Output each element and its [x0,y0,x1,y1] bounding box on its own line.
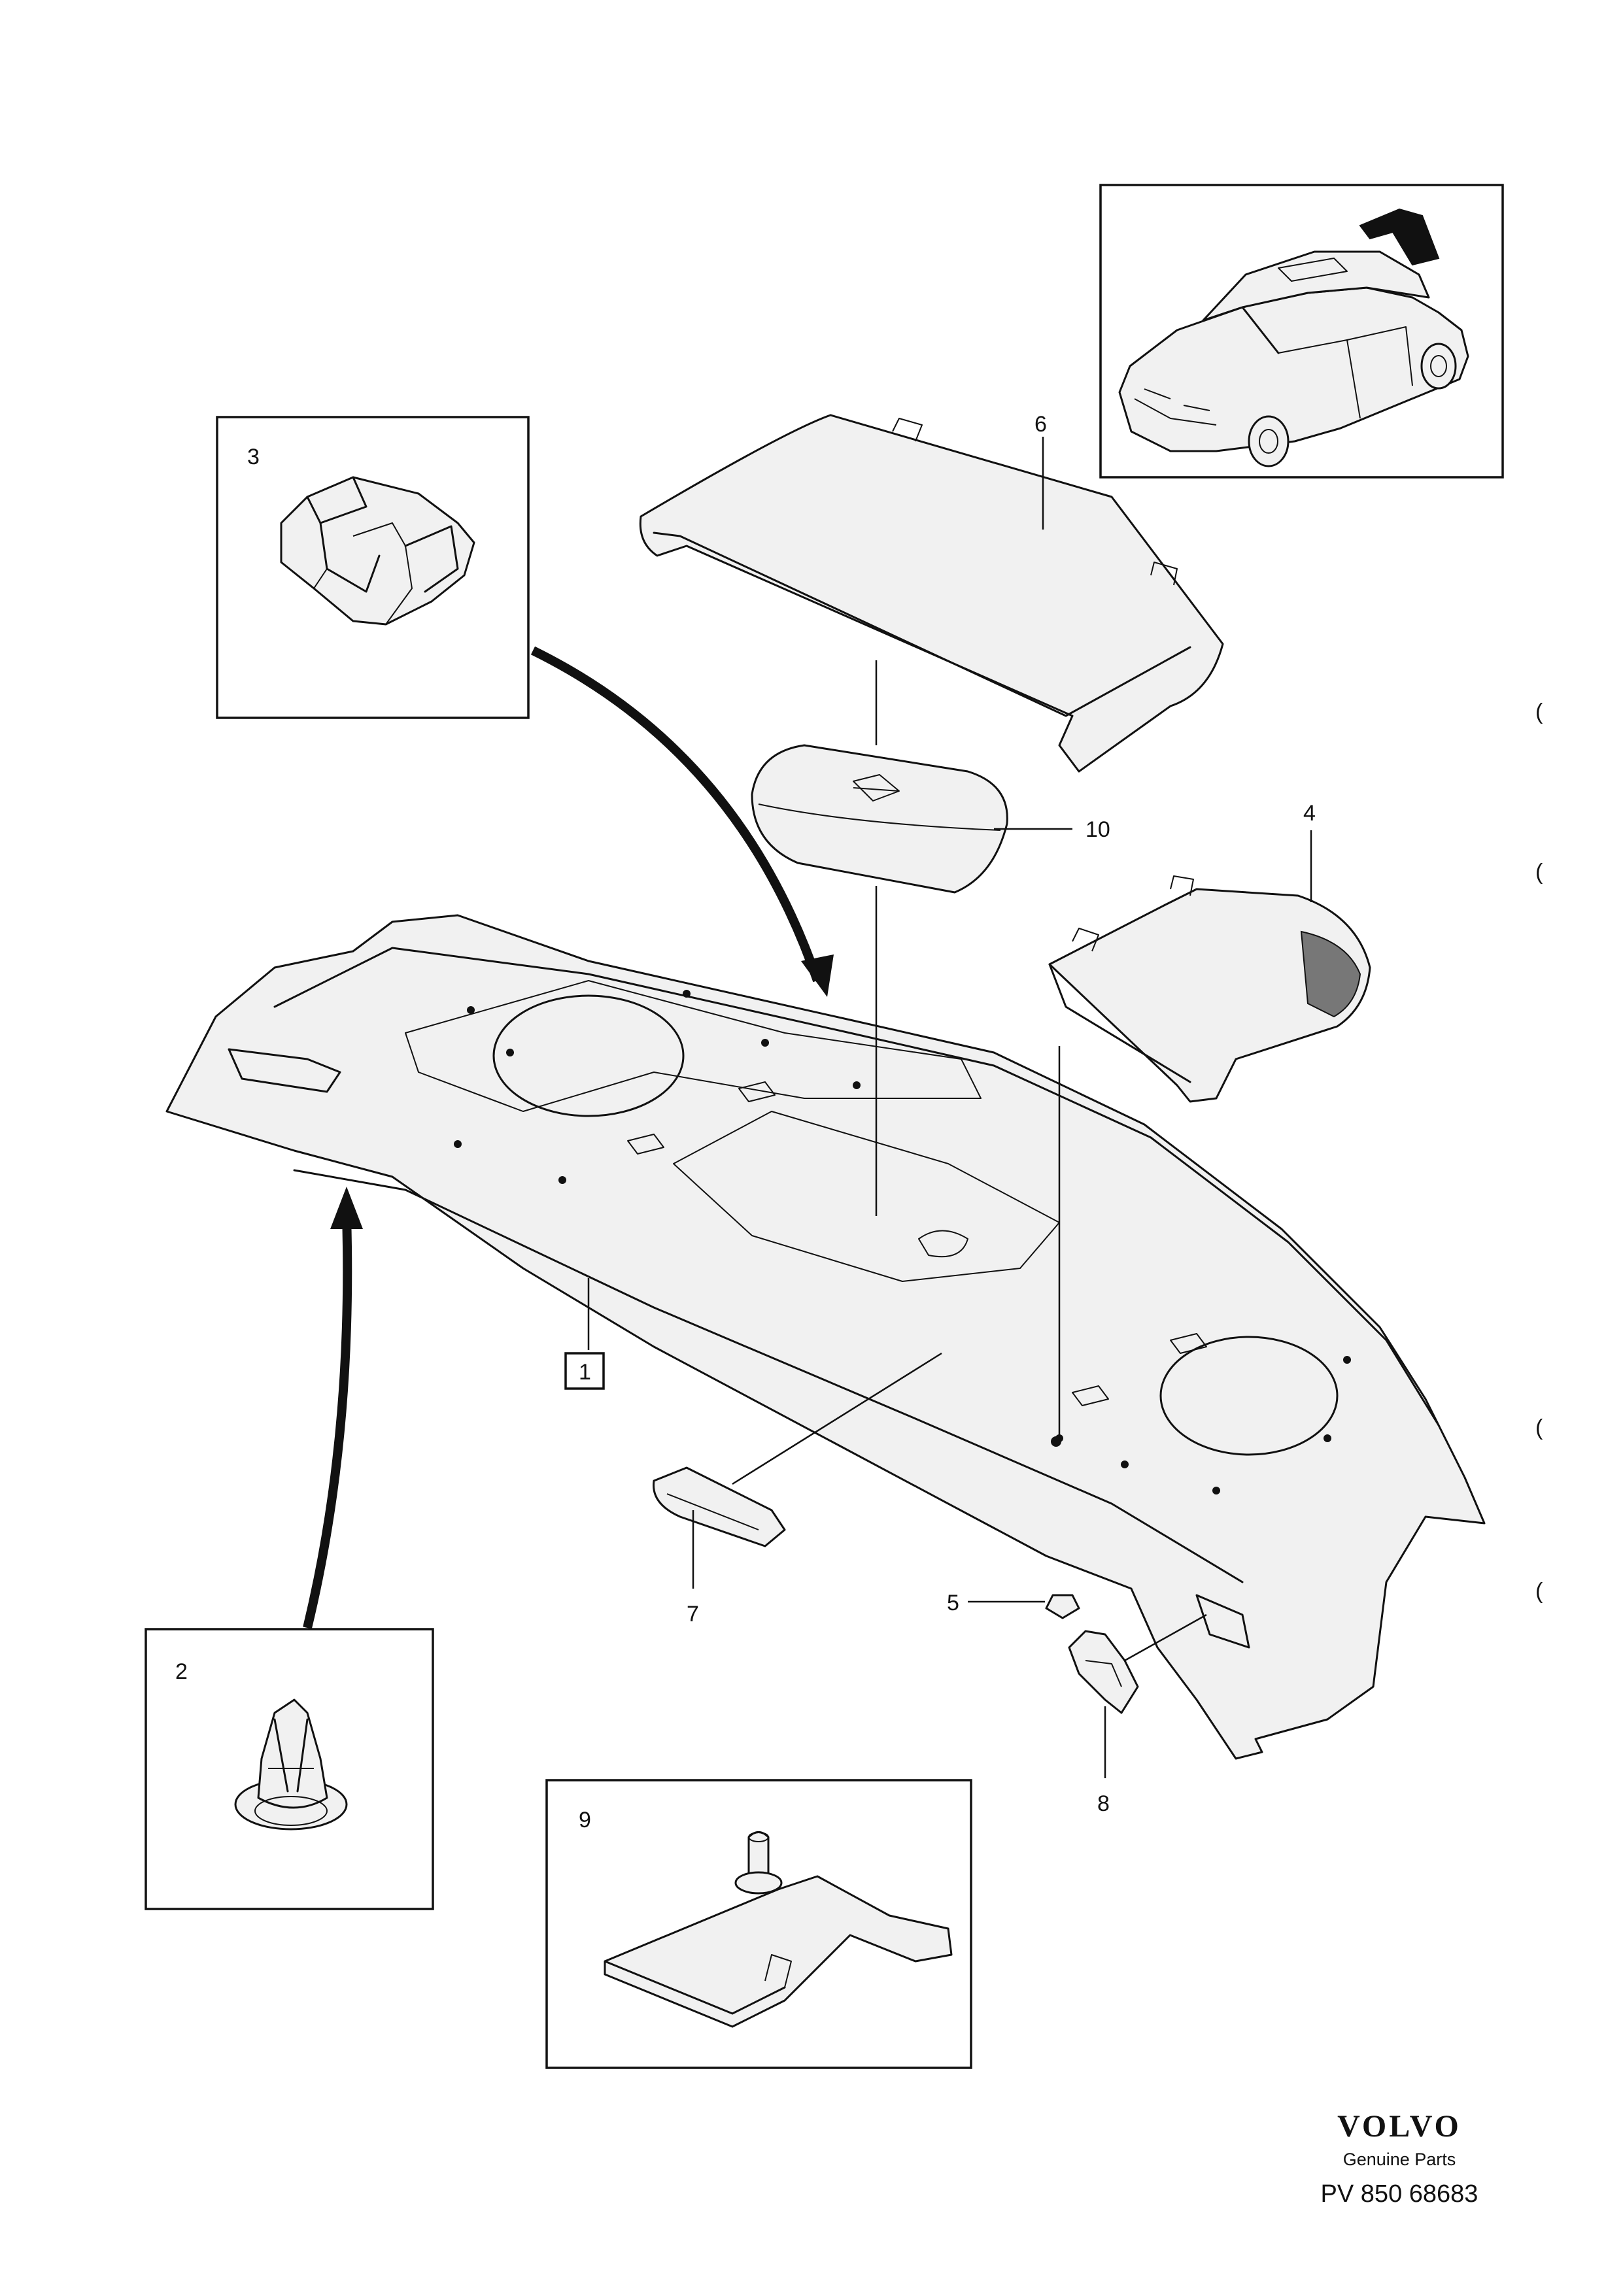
inset-part-3: 3 [216,416,530,719]
margin-marks: ( ( ( ( [1535,700,1543,1604]
car-silhouette [1118,208,1469,467]
push-rivet-drawing [234,1698,348,1831]
genuine-parts-text: Genuine Parts [1343,2150,1456,2169]
vehicle-locator-inset [1099,184,1504,479]
branding-block: VOLVO Genuine Parts PV 850 68683 [1321,2109,1478,2208]
callout-3: 3 [247,445,260,469]
inset-part-2: 2 [145,1628,434,1910]
callout-1: 1 [579,1360,591,1385]
rear-shelf-highlight-arrow [1359,208,1440,266]
callout-5: 5 [947,1591,959,1615]
callout-4: 4 [1303,801,1316,826]
margin-mark: ( [1535,860,1543,885]
clip-drawing [280,476,475,626]
margin-mark: ( [1535,1415,1543,1440]
left-speaker-opening [492,994,685,1117]
part-8-cap [1068,1630,1139,1714]
part-4-speaker-cover [1048,875,1371,1103]
diagram-code: PV 850 68683 [1321,2180,1478,2208]
callout-2: 2 [175,1659,188,1684]
volvo-logo-text: VOLVO [1337,2109,1461,2144]
margin-mark: ( [1535,1579,1543,1604]
arrow-2-to-shelf [303,1187,363,1629]
bracket-drawing [604,1831,953,2028]
part-10-pad [751,744,1008,894]
callout-9: 9 [579,1808,591,1832]
part-5-nut [1045,1594,1080,1619]
part-7-cover [653,1466,786,1547]
callout-6: 6 [1034,412,1047,437]
callout-10: 10 [1085,817,1110,842]
callout-8: 8 [1097,1791,1110,1816]
right-speaker-opening [1159,1336,1339,1456]
margin-mark: ( [1535,700,1543,724]
part-1-parcel-shelf [165,914,1486,1760]
callout-7: 7 [687,1602,699,1627]
inset-part-9: 9 [545,1779,972,2069]
arrow-3-to-shelf [530,646,834,997]
part-6-cover [639,414,1224,773]
